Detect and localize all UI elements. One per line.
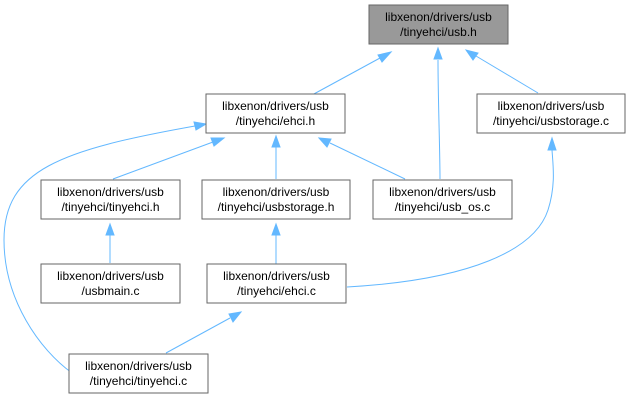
edge-usbstorage-h-to-ehci-h <box>271 134 281 179</box>
node-ehci-c-line2: /tinyehci/ehci.c <box>237 284 316 298</box>
nodes-layer: libxenon/drivers/usb /tinyehci/usb.h lib… <box>40 4 626 394</box>
edge-ehci-c-to-usbstorage-c <box>346 136 557 288</box>
node-tinyehci-h[interactable]: libxenon/drivers/usb /tinyehci/tinyehci.… <box>40 179 181 220</box>
edge-usb-os-c-to-ehci-h <box>317 137 406 180</box>
edge-tinyehci-h-to-ehci-h <box>112 137 226 180</box>
node-tinyehci-c[interactable]: libxenon/drivers/usb /tinyehci/tinyehci.… <box>68 353 209 394</box>
edge-ehci-c-to-usbstorage-h <box>271 222 281 264</box>
node-usbmain-c-line1: libxenon/drivers/usb <box>57 269 164 283</box>
node-ehci-c-line1: libxenon/drivers/usb <box>223 269 330 283</box>
node-usb-os-c-line1: libxenon/drivers/usb <box>389 185 496 199</box>
edge-ehci-h-to-usb-h <box>311 51 393 96</box>
node-usb-h-line2: /tinyehci/usb.h <box>400 25 477 39</box>
node-tinyehci-c-line1: libxenon/drivers/usb <box>85 359 192 373</box>
node-tinyehci-h-line1: libxenon/drivers/usb <box>57 185 164 199</box>
node-usbmain-c[interactable]: libxenon/drivers/usb /usbmain.c <box>40 263 181 304</box>
node-ehci-h-line2: /tinyehci/ehci.h <box>236 114 315 128</box>
node-usbstorage-c-line1: libxenon/drivers/usb <box>498 99 605 113</box>
node-usb-os-c-line2: /tinyehci/usb_os.c <box>395 200 490 214</box>
edge-usb-os-c-to-usb-h <box>433 46 443 180</box>
edge-tinyehci-c-to-ehci-h <box>3 121 208 374</box>
node-ehci-c[interactable]: libxenon/drivers/usb /tinyehci/ehci.c <box>206 263 347 304</box>
node-tinyehci-c-line2: /tinyehci/tinyehci.c <box>90 374 187 388</box>
node-usb-h-line1: libxenon/drivers/usb <box>385 10 492 24</box>
node-usbmain-c-line2: /usbmain.c <box>81 284 139 298</box>
node-ehci-h[interactable]: libxenon/drivers/usb /tinyehci/ehci.h <box>205 93 346 134</box>
edge-usbmain-c-to-tinyehci-h <box>105 222 115 263</box>
node-tinyehci-h-line2: /tinyehci/tinyehci.h <box>61 200 159 214</box>
node-usb-os-c[interactable]: libxenon/drivers/usb /tinyehci/usb_os.c <box>372 179 513 220</box>
edge-tinyehci-c-to-ehci-c <box>165 311 243 354</box>
node-usb-h[interactable]: libxenon/drivers/usb /tinyehci/usb.h <box>368 4 509 45</box>
node-usbstorage-h-line2: /tinyehci/usbstorage.h <box>218 200 335 214</box>
edges-layer <box>3 46 557 374</box>
node-usbstorage-c[interactable]: libxenon/drivers/usb /tinyehci/usbstorag… <box>476 93 626 134</box>
edge-usbstorage-c-to-usb-h <box>464 49 539 94</box>
node-usbstorage-h-line1: libxenon/drivers/usb <box>223 185 330 199</box>
node-usbstorage-h[interactable]: libxenon/drivers/usb /tinyehci/usbstorag… <box>201 179 351 220</box>
node-usbstorage-c-line2: /tinyehci/usbstorage.c <box>493 114 609 128</box>
node-ehci-h-line1: libxenon/drivers/usb <box>222 99 329 113</box>
